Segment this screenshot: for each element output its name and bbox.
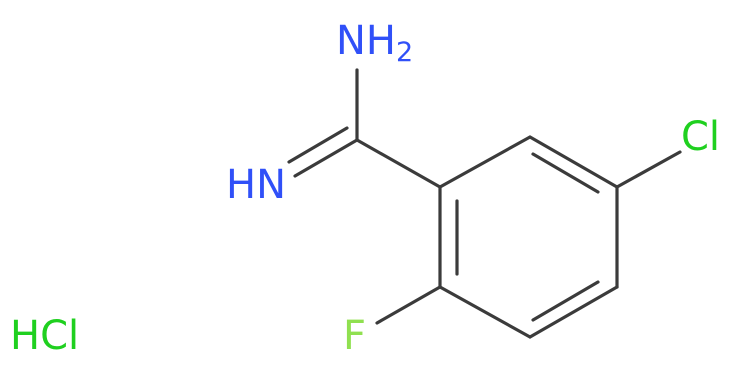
ring-bond-5 — [438, 285, 532, 339]
salt-label-hcl: HCl — [10, 313, 79, 359]
imine-text: HN — [226, 162, 286, 208]
chlorine-text: Cl — [681, 114, 720, 160]
atom-label-fluorine: F — [343, 313, 366, 359]
bond-ring-f — [375, 285, 442, 325]
nh2-main: NH — [336, 18, 396, 64]
ring-inner-3 — [531, 280, 600, 322]
fluorine-text: F — [343, 313, 366, 359]
bond-c-imine-inner — [287, 126, 349, 164]
bond-c-imine-outer — [293, 138, 359, 178]
ring-bond-1 — [438, 135, 532, 189]
ring-bond-4 — [528, 285, 619, 339]
ring-bond-2 — [528, 135, 619, 189]
bond-ring-cl — [615, 150, 682, 189]
atom-label-nh2: NH2 — [336, 18, 413, 68]
nh2-subscript: 2 — [396, 37, 413, 68]
hcl-text: HCl — [10, 313, 79, 359]
ring-inner-2 — [531, 152, 600, 194]
atom-label-imine: HN — [226, 162, 286, 208]
bond-c-ring — [355, 138, 442, 189]
atom-label-chlorine: Cl — [681, 114, 720, 160]
